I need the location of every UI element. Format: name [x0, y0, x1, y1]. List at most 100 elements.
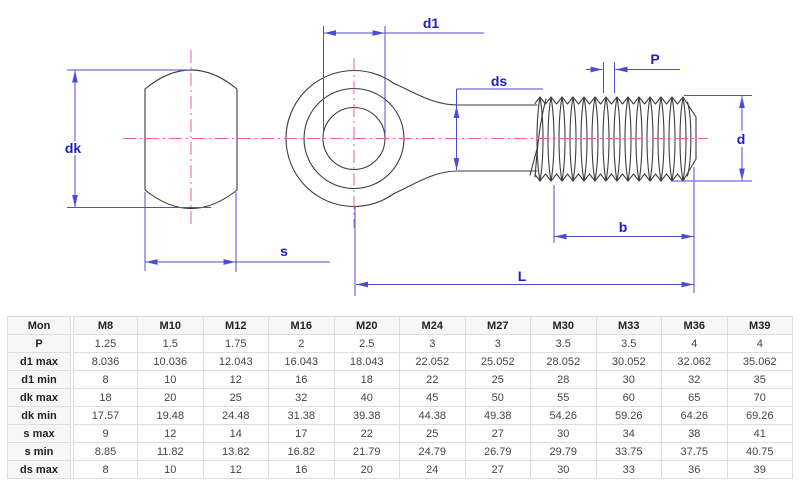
table-cell: 32.062	[661, 352, 728, 371]
table-cell: 2.5	[333, 334, 400, 353]
table-cell: 24.79	[399, 442, 466, 461]
label-d1: d1	[423, 15, 440, 31]
table-cell: 22	[333, 424, 400, 443]
table-cell: 28	[530, 370, 597, 389]
table-cell: 30	[595, 370, 662, 389]
centerlines	[123, 50, 708, 228]
tip-chamfer-arc	[686, 101, 692, 177]
row-label: s max	[7, 424, 74, 443]
table-cell: 26.79	[464, 442, 531, 461]
table-cell: 14	[202, 424, 269, 443]
table-cell: 18	[71, 388, 138, 407]
table-cell: 35	[726, 370, 793, 389]
neck-fillet-top	[393, 82, 459, 106]
table-cell: 24.48	[202, 406, 269, 425]
table-cell: 37.75	[661, 442, 728, 461]
technical-drawing: dk s d1 ds P d b L	[65, 15, 752, 296]
table-cell: 59.26	[595, 406, 662, 425]
table-cell: 21.79	[333, 442, 400, 461]
label-P: P	[650, 51, 659, 67]
table-cell: 40.75	[726, 442, 793, 461]
table-cell: 70	[726, 388, 793, 407]
table-cell: 1.75	[202, 334, 269, 353]
row-label: s min	[7, 442, 74, 461]
table-cell: 1.5	[137, 334, 204, 353]
table-cell: 16	[268, 370, 335, 389]
row-label: d1 min	[7, 370, 74, 389]
table-cell: 19.48	[137, 406, 204, 425]
table-cell: 25	[202, 388, 269, 407]
dimension-lines	[67, 26, 752, 296]
col-header-m36: M36	[661, 316, 728, 335]
thread-crest-bottom	[534, 173, 684, 182]
table-cell: 35.062	[726, 352, 793, 371]
table-cell: 20	[333, 460, 400, 479]
table-cell: 22.052	[399, 352, 466, 371]
col-header-m16: M16	[268, 316, 335, 335]
table-cell: 20	[137, 388, 204, 407]
table-cell: 31.38	[268, 406, 335, 425]
table-cell: 30.052	[595, 352, 662, 371]
label-s: s	[280, 243, 288, 259]
table-cell: 18.043	[333, 352, 400, 371]
table-cell: 12	[202, 370, 269, 389]
col-header-m33: M33	[595, 316, 662, 335]
col-header-m27: M27	[464, 316, 531, 335]
table-cell: 16	[268, 460, 335, 479]
tip-chamfer	[682, 96, 697, 182]
bolt-outline	[144, 69, 697, 209]
table-cell: 3	[464, 334, 531, 353]
table-cell: 69.26	[726, 406, 793, 425]
table-cell: 27	[464, 424, 531, 443]
table-cell: 10	[137, 460, 204, 479]
table-cell: 10.036	[137, 352, 204, 371]
dimension-labels: dk s d1 ds P d b L	[65, 15, 745, 284]
table-cell: 32	[268, 388, 335, 407]
table-cell: 29.79	[530, 442, 597, 461]
table-cell: 60	[595, 388, 662, 407]
table-cell: 49.38	[464, 406, 531, 425]
table-cell: 33	[595, 460, 662, 479]
table-cell: 25.052	[464, 352, 531, 371]
table-cell: 40	[333, 388, 400, 407]
table-cell: 4	[661, 334, 728, 353]
table-cell: 41	[726, 424, 793, 443]
table-cell: 3.5	[530, 334, 597, 353]
table-cell: 3.5	[595, 334, 662, 353]
col-header-m30: M30	[530, 316, 597, 335]
row-label: dk max	[7, 388, 74, 407]
table-cell: 12	[202, 460, 269, 479]
table-cell: 64.26	[661, 406, 728, 425]
label-b: b	[619, 219, 628, 235]
thread-crest-top	[534, 96, 684, 105]
table-cell: 8	[71, 460, 138, 479]
label-L: L	[518, 268, 527, 284]
table-cell: 8	[71, 370, 138, 389]
col-header-m10: M10	[137, 316, 204, 335]
table-cell: 4	[726, 334, 793, 353]
table-cell: 27	[464, 460, 531, 479]
row-label: P	[7, 334, 74, 353]
thread-runout-line	[529, 148, 538, 176]
neck-fillet-bottom	[393, 170, 459, 195]
table-cell: 39.38	[333, 406, 400, 425]
table-cell: 17.57	[71, 406, 138, 425]
table-cell: 25	[399, 424, 466, 443]
table-cell: 65	[661, 388, 728, 407]
label-dk: dk	[65, 140, 82, 156]
table-cell: 22	[399, 370, 466, 389]
head-side-view	[144, 69, 238, 209]
table-cell: 2	[268, 334, 335, 353]
